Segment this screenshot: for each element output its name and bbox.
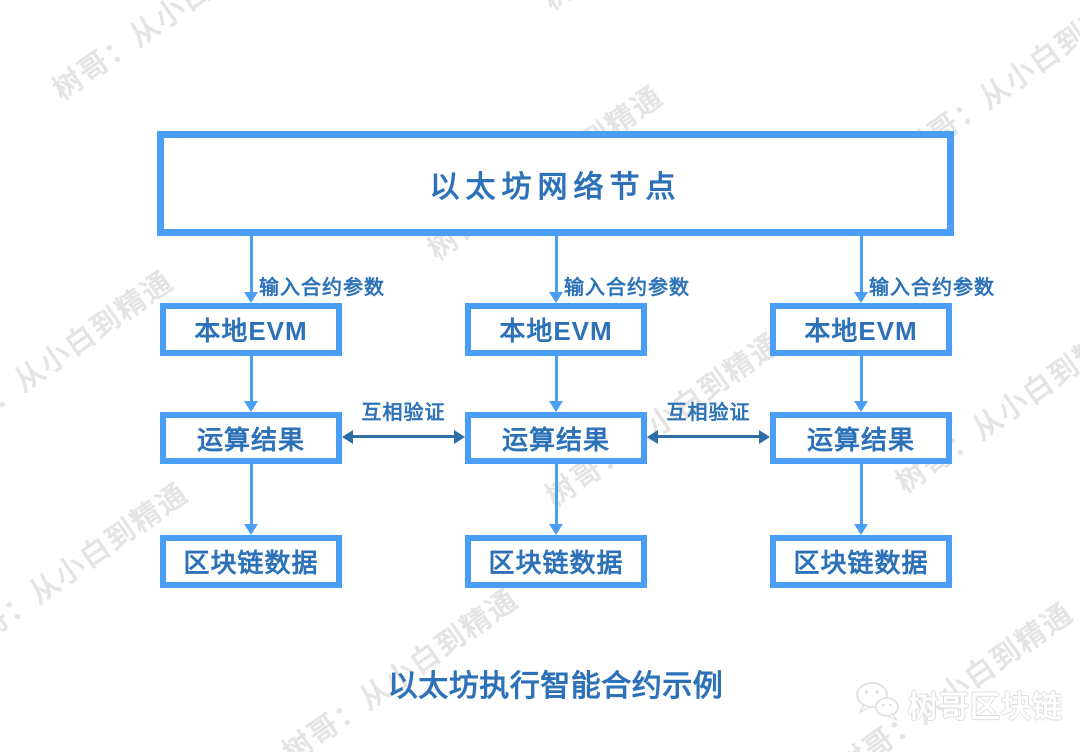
node-local-evm-label: 本地EVM bbox=[499, 316, 613, 346]
arrow-evm-to-result-middle bbox=[549, 356, 563, 412]
arrow-evm-to-result-left bbox=[244, 356, 258, 412]
wechat-icon bbox=[854, 680, 902, 727]
arrow-root-to-evm-left bbox=[244, 236, 258, 303]
node-local-evm-label: 本地EVM bbox=[194, 316, 308, 346]
node-blockchain-data-right: 区块链数据 bbox=[770, 535, 952, 588]
node-computation-result-label: 运算结果 bbox=[196, 424, 305, 455]
edge-label-input-params-left: 输入合约参数 bbox=[259, 277, 385, 299]
node-ethereum-network: 以太坊网络节点 bbox=[157, 131, 954, 236]
edge-label-input-params-middle: 输入合约参数 bbox=[564, 277, 690, 299]
node-local-evm-right: 本地EVM bbox=[770, 303, 952, 356]
edge-label-mutual-verify-right: 互相验证 bbox=[666, 402, 751, 424]
node-local-evm-middle: 本地EVM bbox=[465, 303, 647, 356]
node-blockchain-data-left: 区块链数据 bbox=[160, 535, 342, 588]
arrow-evm-to-result-right bbox=[854, 356, 868, 412]
arrow-result-to-data-middle bbox=[549, 464, 563, 535]
arrow-root-to-evm-right bbox=[854, 236, 868, 303]
node-local-evm-label: 本地EVM bbox=[804, 316, 918, 346]
node-blockchain-data-label: 区块链数据 bbox=[183, 548, 319, 578]
edge-label-input-params-right: 输入合约参数 bbox=[869, 277, 995, 299]
node-computation-result-left: 运算结果 bbox=[160, 412, 342, 464]
node-local-evm-left: 本地EVM bbox=[160, 303, 342, 356]
brand-logo: 树哥区块链 bbox=[854, 680, 1063, 727]
arrow-result-to-data-right bbox=[854, 464, 868, 535]
edge-label-mutual-verify-left: 互相验证 bbox=[361, 402, 446, 424]
arrow-root-to-evm-middle bbox=[549, 236, 563, 303]
node-computation-result-label: 运算结果 bbox=[501, 424, 610, 455]
diagram-caption: 以太坊执行智能合约示例 bbox=[387, 670, 724, 703]
node-computation-result-label: 运算结果 bbox=[806, 424, 915, 455]
node-blockchain-data-label: 区块链数据 bbox=[488, 548, 624, 578]
brand-logo-text: 树哥区块链 bbox=[908, 690, 1063, 724]
arrow-mutual-verify-left bbox=[342, 430, 465, 444]
node-computation-result-right: 运算结果 bbox=[770, 412, 952, 464]
node-ethereum-network-label: 以太坊网络节点 bbox=[429, 170, 682, 204]
arrow-mutual-verify-right bbox=[647, 430, 770, 444]
arrow-result-to-data-left bbox=[244, 464, 258, 535]
node-computation-result-middle: 运算结果 bbox=[465, 412, 647, 464]
node-blockchain-data-middle: 区块链数据 bbox=[465, 535, 647, 588]
node-blockchain-data-label: 区块链数据 bbox=[793, 548, 929, 578]
